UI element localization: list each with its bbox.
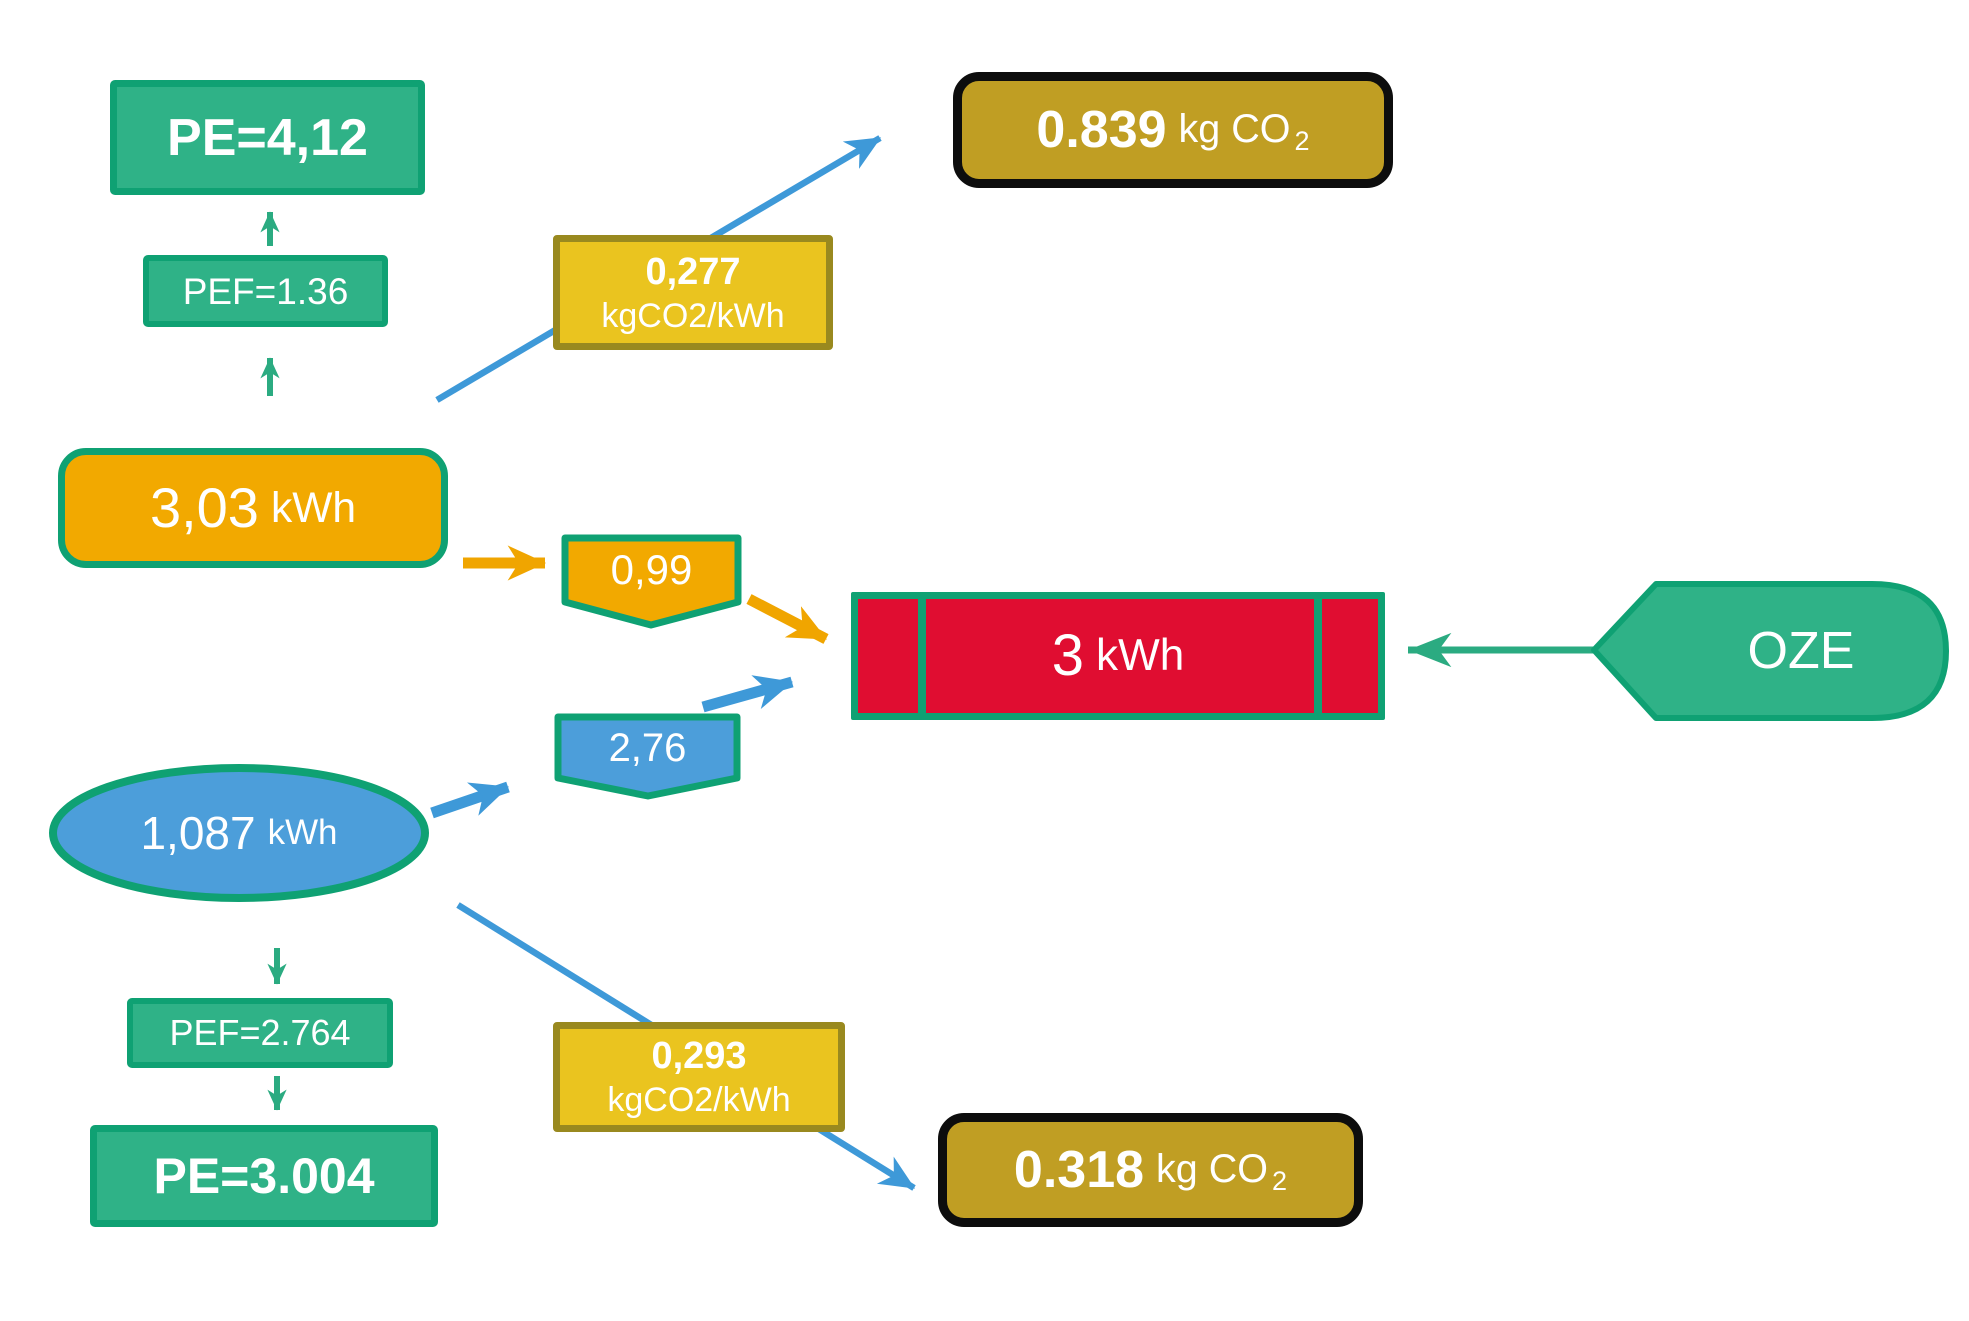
co2-top-value: 0.839 (1036, 101, 1167, 159)
co2-top-subscript: 2 (1294, 126, 1310, 157)
pv-to-loss-arrow-icon (430, 781, 510, 819)
pv-energy-shape (49, 764, 429, 902)
emission-factor-bottom-value: 0,293 (651, 1035, 747, 1077)
oze-shape (1591, 581, 1949, 721)
pef-top-box: PEF=1.36 (143, 255, 388, 327)
pef-bottom-box: PEF=2.764 (127, 998, 393, 1068)
pv-energy-unit: kWh (267, 812, 338, 852)
grid-loss-shape (561, 534, 742, 629)
emission-factor-top-unit: kgCO2/kWh (601, 296, 785, 335)
co2-bottom-value: 0.318 (1013, 1141, 1145, 1199)
grid-energy-value: 3,03 (149, 476, 259, 539)
emission-factor-top-value: 0,277 (645, 250, 741, 293)
pe-top-label: PE=4,12 (167, 108, 368, 167)
emission-factor-top-box: 0,277 kgCO2/kWh (553, 235, 833, 350)
load-value: 3 (1051, 623, 1085, 688)
load-unit: kWh (1096, 630, 1185, 680)
co2-top-unit: kg CO (1178, 107, 1291, 152)
pv-energy-label-wrap: 1,087 kWh (53, 768, 425, 898)
pv-loss-label-wrap: 2,76 (558, 717, 737, 778)
grid-energy-unit: kWh (270, 483, 357, 532)
pef-bottom-label: PEF=2.764 (169, 1012, 351, 1053)
pv-loss-label: 2,76 (608, 725, 687, 770)
grid-loss-label-wrap: 0,99 (565, 538, 738, 602)
pv-loss-shape (554, 713, 741, 800)
pe-bottom-box: PE=3.004 (90, 1125, 438, 1227)
pe-bottom-label: PE=3.004 (153, 1148, 375, 1204)
load-left-divider (918, 599, 926, 713)
pef-top-label: PEF=1.36 (182, 270, 349, 312)
co2-bottom-subscript: 2 (1272, 1166, 1288, 1197)
loss-to-load-arrow-icon (746, 594, 829, 644)
loss-to-load-blue-arrow-icon (701, 675, 794, 713)
load-right-divider (1314, 599, 1322, 713)
emission-factor-bottom-box: 0,293 kgCO2/kWh (553, 1022, 845, 1132)
grid-loss-label: 0,99 (610, 546, 693, 593)
pe-top-box: PE=4,12 (110, 80, 425, 195)
oze-label: OZE (1747, 622, 1855, 680)
oze-label-wrap: OZE (1656, 584, 1946, 718)
co2-bottom-unit: kg CO (1156, 1147, 1269, 1192)
emission-factor-bottom-unit: kgCO2/kWh (607, 1081, 791, 1119)
pv-energy-value: 1,087 (140, 807, 256, 859)
